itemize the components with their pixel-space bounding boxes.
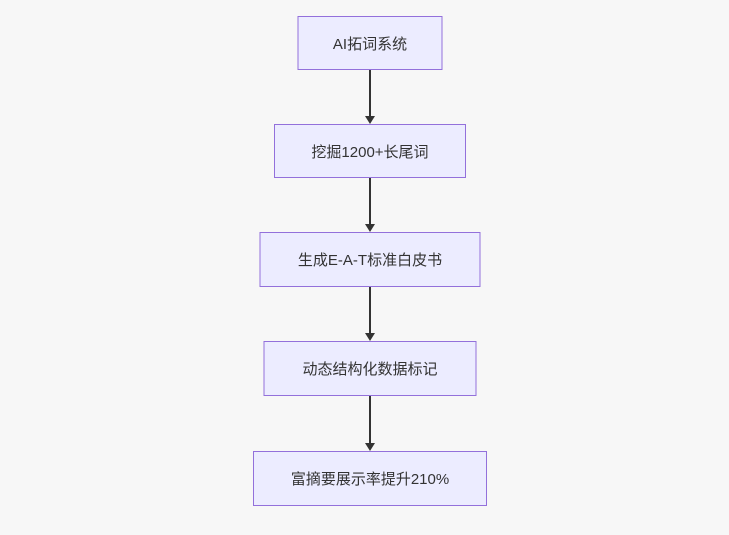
flow-node-label: 生成E-A-T标准白皮书 bbox=[297, 252, 443, 269]
flow-arrow-1 bbox=[365, 70, 375, 124]
flow-node-label: 动态结构化数据标记 bbox=[302, 361, 438, 378]
flow-arrow-4 bbox=[365, 396, 375, 451]
flow-node-rich-snippet-increase: 富摘要展示率提升210% bbox=[253, 451, 487, 506]
flow-node-eat-whitepaper: 生成E-A-T标准白皮书 bbox=[259, 232, 481, 287]
arrow-line bbox=[369, 70, 371, 116]
arrowhead-down-icon bbox=[365, 443, 375, 451]
arrowhead-down-icon bbox=[365, 224, 375, 232]
flow-node-longtail-mining: 挖掘1200+长尾词 bbox=[274, 124, 466, 178]
arrowhead-down-icon bbox=[365, 116, 375, 124]
flow-node-label: AI拓词系统 bbox=[332, 35, 408, 53]
flow-node-structured-data: 动态结构化数据标记 bbox=[263, 341, 477, 396]
flow-node-ai-word-expansion: AI拓词系统 bbox=[297, 16, 443, 70]
arrow-line bbox=[369, 396, 371, 443]
flow-node-label: 挖掘1200+长尾词 bbox=[311, 143, 429, 161]
flow-node-label: 富摘要展示率提升210% bbox=[290, 471, 450, 488]
arrowhead-down-icon bbox=[365, 333, 375, 341]
arrow-line bbox=[369, 178, 371, 224]
arrow-line bbox=[369, 287, 371, 333]
flow-arrow-3 bbox=[365, 287, 375, 341]
flow-arrow-2 bbox=[365, 178, 375, 232]
